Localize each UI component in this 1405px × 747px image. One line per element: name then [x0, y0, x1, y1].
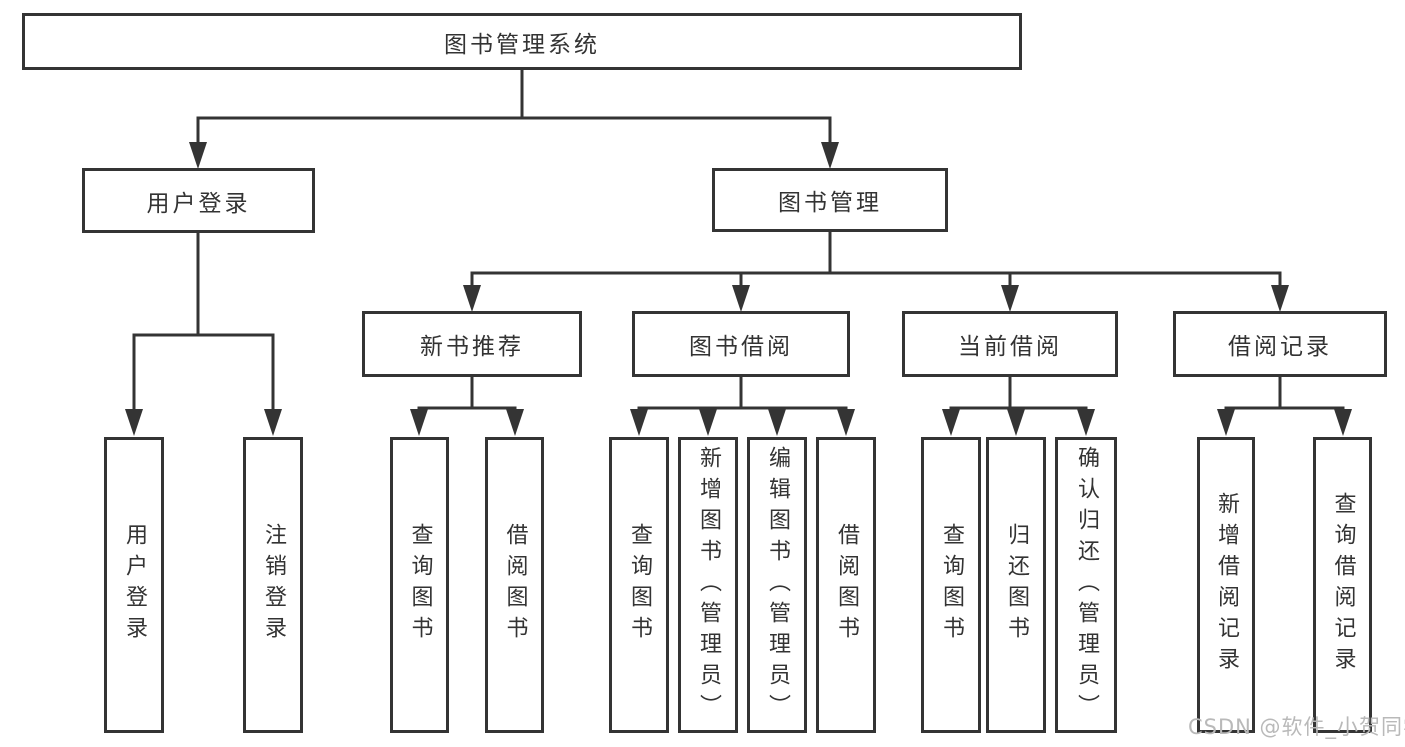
node-br-query-label: 查询借阅记录 [1330, 492, 1356, 678]
connector-login-children [132, 231, 275, 414]
node-logout: 注销登录 [243, 437, 303, 733]
node-nb-borrow-label: 借阅图书 [502, 523, 528, 647]
arrowhead [410, 409, 428, 436]
node-cb-confirm: 确认归还（管理员） [1055, 437, 1117, 733]
node-bb-add-label: 新增图书（管理员） [696, 445, 721, 725]
node-root: 图书管理系统 [22, 13, 1022, 70]
node-bb-edit-label: 编辑图书（管理员） [765, 445, 790, 725]
node-cb-query: 查询图书 [921, 437, 981, 733]
node-mgmt-group: 图书管理 [712, 168, 948, 232]
node-nb-query-label: 查询图书 [407, 523, 433, 647]
node-login-group-label: 用户登录 [146, 190, 251, 217]
arrowhead [1077, 409, 1095, 436]
arrowhead [732, 285, 750, 312]
node-new-book-rec-label: 新书推荐 [420, 334, 524, 360]
arrowhead [264, 409, 282, 436]
node-login-group: 用户登录 [82, 168, 315, 233]
arrowhead [1001, 285, 1019, 312]
node-cb-return: 归还图书 [986, 437, 1046, 733]
connector-current-children [949, 375, 1088, 414]
arrowhead [1271, 285, 1289, 312]
node-user-login-label: 用户登录 [122, 523, 147, 647]
arrowhead [463, 285, 481, 312]
node-current-borrow: 当前借阅 [902, 311, 1118, 377]
node-cb-return-label: 归还图书 [1004, 523, 1029, 647]
arrowhead [1334, 409, 1352, 436]
node-bb-edit: 编辑图书（管理员） [747, 437, 807, 733]
node-bb-query: 查询图书 [609, 437, 669, 733]
node-user-login: 用户登录 [104, 437, 164, 733]
node-root-label: 图书管理系统 [444, 31, 600, 58]
node-nb-borrow: 借阅图书 [485, 437, 544, 733]
node-cb-query-label: 查询图书 [939, 523, 964, 647]
connector-records-children [1224, 375, 1345, 414]
arrowhead [768, 409, 786, 436]
arrowhead [821, 142, 839, 169]
node-br-query: 查询借阅记录 [1313, 437, 1372, 733]
arrowhead [125, 409, 143, 436]
connector-newbook-children [417, 375, 517, 414]
connector-root-to-level2 [196, 68, 832, 145]
arrowhead [699, 409, 717, 436]
node-logout-label: 注销登录 [261, 523, 286, 647]
arrowhead [942, 409, 960, 436]
node-book-borrow-label: 图书借阅 [689, 334, 793, 360]
node-borrow-records-label: 借阅记录 [1228, 334, 1332, 360]
connector-borrow-children [637, 375, 848, 414]
node-br-add-label: 新增借阅记录 [1214, 492, 1239, 678]
node-bb-borrow-label: 借阅图书 [834, 523, 859, 647]
node-mgmt-group-label: 图书管理 [778, 190, 882, 216]
node-nb-query: 查询图书 [390, 437, 449, 733]
arrowhead [1217, 409, 1235, 436]
node-borrow-records: 借阅记录 [1173, 311, 1387, 377]
arrowhead [189, 142, 207, 169]
arrowhead [630, 409, 648, 436]
node-cb-confirm-label: 确认归还（管理员） [1074, 445, 1099, 725]
arrowhead [506, 409, 524, 436]
node-bb-borrow: 借阅图书 [816, 437, 876, 733]
node-new-book-rec: 新书推荐 [362, 311, 582, 377]
node-br-add: 新增借阅记录 [1197, 437, 1255, 733]
csdn-watermark: CSDN @软件_小贺同学 [1188, 715, 1405, 739]
node-bb-query-label: 查询图书 [627, 523, 652, 647]
node-bb-add: 新增图书（管理员） [678, 437, 738, 733]
node-book-borrow: 图书借阅 [632, 311, 850, 377]
arrowhead [1007, 409, 1025, 436]
connector-mgmt-to-level3 [470, 230, 1282, 290]
node-current-borrow-label: 当前借阅 [958, 334, 1062, 360]
arrowhead [837, 409, 855, 436]
